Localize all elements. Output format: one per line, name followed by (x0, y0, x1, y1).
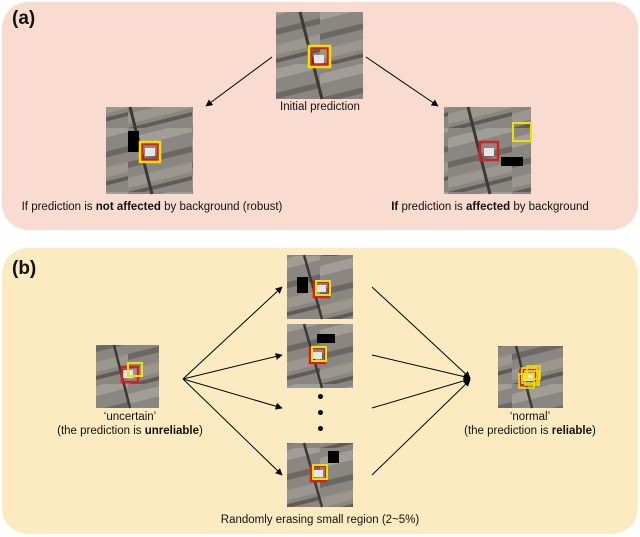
arrow-fan-in-3 (371, 377, 471, 409)
panel-b-label: (b) (12, 258, 37, 279)
image-initial-prediction (276, 11, 363, 100)
image-erased-n (287, 442, 353, 508)
caption-reliable: (the prediction is reliable) (464, 425, 596, 437)
image-erased-2 (287, 323, 353, 389)
ellipsis-dot (318, 426, 323, 431)
caption-uncertain: ‘uncertain’ (103, 411, 157, 423)
arrow-fan-out-1 (182, 286, 283, 380)
image-uncertain (96, 344, 159, 409)
image-erased-1 (287, 254, 353, 320)
erased-region (128, 131, 139, 152)
arrow-fan-in-4 (371, 379, 471, 476)
arrow-fan-in-2 (371, 354, 471, 380)
arrow-fan-out-3 (182, 378, 283, 410)
arrow-fan-out-4 (182, 378, 283, 476)
caption-initial-prediction: Initial prediction (280, 101, 360, 113)
caption-normal: ‘normal’ (509, 411, 551, 423)
caption-random-erasing: Randomly erasing small region (2~5%) (220, 514, 420, 526)
ellipsis-dot (318, 394, 323, 399)
caption-affected: If prediction is affected by background (391, 201, 589, 213)
caption-unreliable: (the prediction is unreliable) (57, 425, 203, 437)
arrow-fan-in-1 (371, 286, 471, 379)
arrow-to-affected (365, 56, 439, 107)
arrow-fan-out-2 (182, 353, 283, 380)
image-affected (444, 106, 532, 195)
erased-region (317, 334, 335, 343)
erased-region (328, 451, 339, 463)
erased-region (501, 157, 523, 166)
erased-region (297, 277, 308, 293)
arrow-to-not-affected (205, 56, 273, 107)
image-not-affected (106, 106, 193, 195)
image-normal (498, 345, 563, 409)
caption-not-affected: If prediction is not affected by backgro… (21, 201, 283, 213)
panel-a-label: (a) (12, 8, 36, 29)
ellipsis-dot (318, 410, 323, 415)
